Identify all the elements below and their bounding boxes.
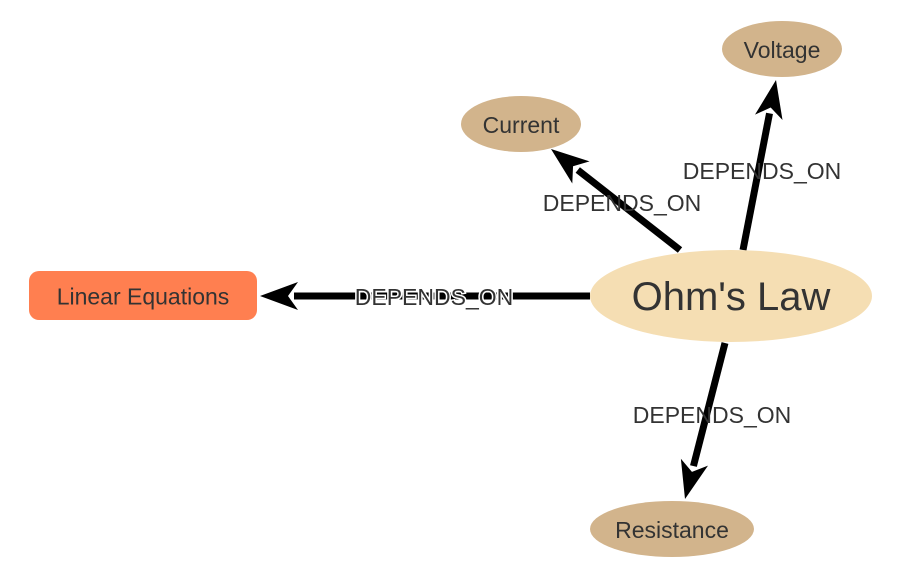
node-shape[interactable] <box>590 250 872 342</box>
edge-label: DEPENDS_ON <box>543 190 701 216</box>
edge-labels-layer: DEPENDS_ON DEPENDS_ON DEPENDS_ON DEPENDS_ON <box>353 158 841 428</box>
arrowhead-icon <box>260 282 298 310</box>
node-current[interactable]: Current <box>461 96 581 152</box>
arrowhead-icon <box>551 149 590 184</box>
node-label: Linear Equations <box>57 284 230 310</box>
edge-label: DEPENDS_ON <box>683 158 841 184</box>
node-label: Voltage <box>744 37 821 63</box>
node-label: Resistance <box>615 517 729 543</box>
node-shape[interactable] <box>722 21 842 77</box>
node-shape[interactable] <box>29 271 257 320</box>
node-shape[interactable] <box>590 501 754 557</box>
edge-ohms-law-to-current <box>575 167 683 253</box>
node-label: Current <box>483 112 560 138</box>
node-resistance[interactable]: Resistance <box>590 501 754 557</box>
node-voltage[interactable]: Voltage <box>722 21 842 77</box>
edge-label: DEPENDS_ON <box>355 284 513 310</box>
node-ohms-law[interactable]: Ohm's Law <box>590 250 872 342</box>
edge-ohms-law-to-resistance <box>690 342 729 467</box>
arrowhead-icon <box>755 80 783 120</box>
edge-ohms-law-to-voltage <box>739 112 773 251</box>
node-shape[interactable] <box>461 96 581 152</box>
edge-label: DEPENDS_ON <box>633 402 791 428</box>
edges-layer <box>260 80 783 499</box>
node-label: Ohm's Law <box>632 275 831 319</box>
arrowhead-icon <box>680 458 708 499</box>
node-linear-equations[interactable]: Linear Equations <box>29 271 257 320</box>
